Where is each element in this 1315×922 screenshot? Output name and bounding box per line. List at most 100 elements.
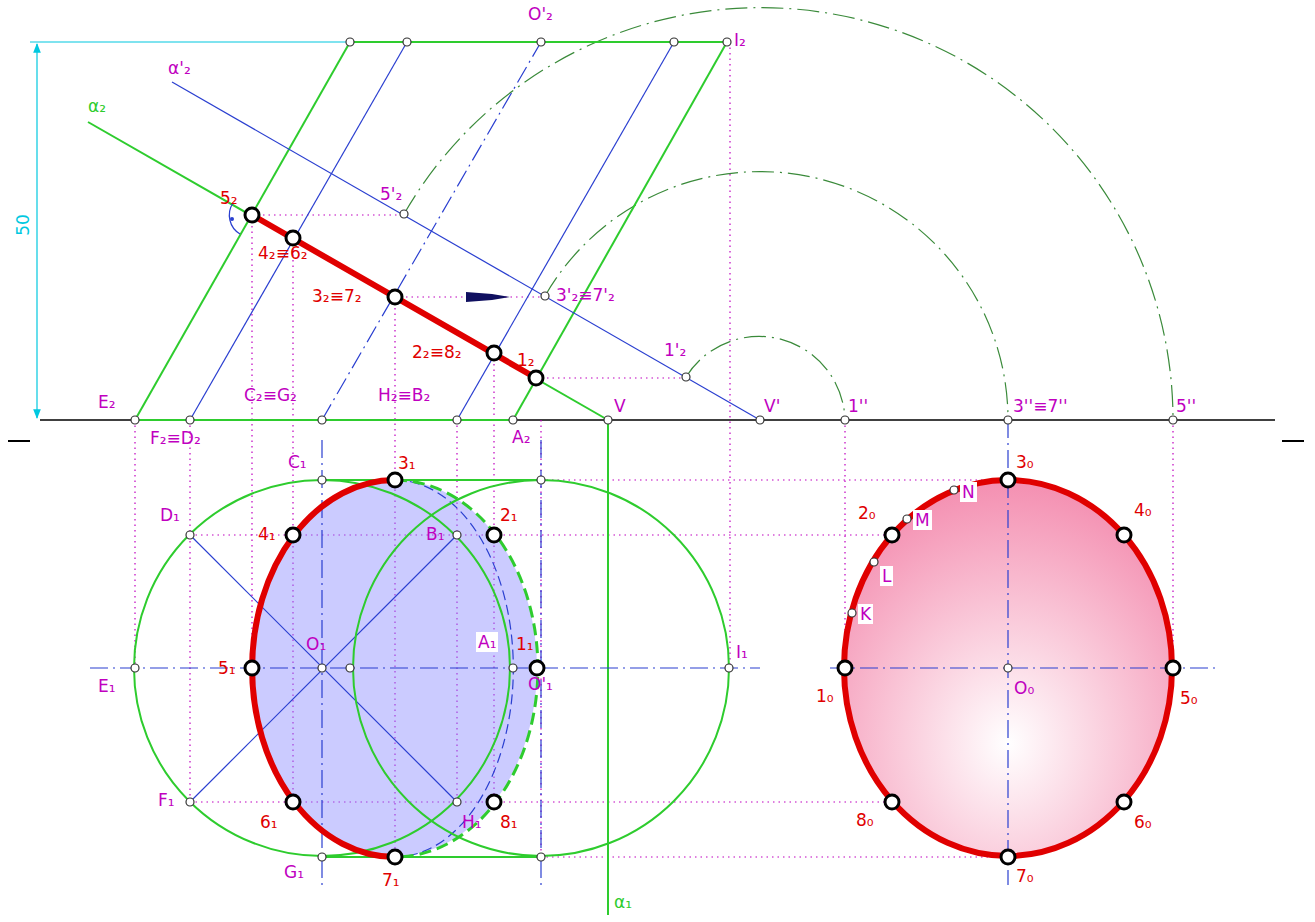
point-marker xyxy=(453,531,461,539)
point-marker xyxy=(950,486,958,494)
projection-lines xyxy=(135,42,1173,857)
point-marker xyxy=(403,38,411,46)
section-point xyxy=(245,661,259,675)
point-label: B₁ xyxy=(426,524,444,544)
point-marker xyxy=(131,416,139,424)
point-label: A₂ xyxy=(512,427,530,447)
point-label: H₂≡B₂ xyxy=(378,385,430,405)
point-label: 8₁ xyxy=(500,812,518,832)
point-marker xyxy=(541,292,549,300)
point-label: 3₁ xyxy=(398,453,416,473)
point-label: V xyxy=(614,396,626,416)
point-marker xyxy=(725,664,733,672)
point-marker xyxy=(131,664,139,672)
point-marker xyxy=(346,664,354,672)
point-label: 7₁ xyxy=(382,870,400,890)
point-label: F₂≡D₂ xyxy=(150,428,201,448)
point-marker xyxy=(509,416,517,424)
section-point xyxy=(286,528,300,542)
point-label: C₂≡G₂ xyxy=(244,385,297,405)
point-label: I₁ xyxy=(736,642,748,662)
cylinder-top-view xyxy=(134,480,729,857)
section-point xyxy=(838,661,852,675)
point-marker xyxy=(682,373,690,381)
hidden-section-outline xyxy=(395,480,538,857)
point-marker xyxy=(870,558,878,566)
point-label: 2₀ xyxy=(858,503,876,523)
direction-arrow xyxy=(466,292,510,302)
point-label: O₁ xyxy=(306,634,326,654)
point-label: α'₂ xyxy=(168,58,191,78)
point-marker xyxy=(453,416,461,424)
section-point xyxy=(388,290,402,304)
point-marker xyxy=(537,38,545,46)
point-marker xyxy=(186,416,194,424)
point-label: M xyxy=(913,510,932,530)
point-label: H₁ xyxy=(462,812,482,832)
point-label: 5'₂ xyxy=(380,184,402,204)
section-point xyxy=(885,528,899,542)
point-marker xyxy=(1169,416,1177,424)
section-point xyxy=(1117,528,1131,542)
point-marker xyxy=(318,476,326,484)
point-label: α₂ xyxy=(88,96,106,116)
point-marker xyxy=(756,416,764,424)
point-label: 1₀ xyxy=(816,686,834,706)
point-label: 2₁ xyxy=(500,505,518,525)
point-label: 6₀ xyxy=(1134,812,1152,832)
section-point xyxy=(286,231,300,245)
point-marker xyxy=(346,38,354,46)
point-label: α₁ xyxy=(614,892,632,912)
rotation-arcs xyxy=(404,8,1173,420)
section-point xyxy=(388,850,402,864)
point-label: O'₁ xyxy=(528,674,553,694)
section-point xyxy=(487,528,501,542)
point-label: 4₁ xyxy=(258,524,276,544)
point-label: 2₂≡8₂ xyxy=(412,342,462,362)
axis-lines xyxy=(90,440,760,890)
section-point xyxy=(529,371,543,385)
section-point xyxy=(286,795,300,809)
point-label: 3'₂≡7'₂ xyxy=(556,285,615,305)
ground-mark xyxy=(1282,440,1304,442)
section-point xyxy=(487,795,501,809)
section-point xyxy=(245,208,259,222)
section-point xyxy=(885,795,899,809)
point-marker xyxy=(186,531,194,539)
point-marker xyxy=(537,476,545,484)
point-marker xyxy=(841,416,849,424)
point-marker xyxy=(723,38,731,46)
point-label: L xyxy=(880,566,893,586)
point-marker xyxy=(903,515,911,523)
point-label: E₁ xyxy=(98,676,116,696)
point-marker xyxy=(604,416,612,424)
point-label: K xyxy=(858,604,873,624)
point-label: 5₁ xyxy=(218,658,236,678)
point-marker xyxy=(318,416,326,424)
point-label: E₂ xyxy=(98,392,116,412)
generator-lines xyxy=(172,42,760,420)
section-point xyxy=(1001,473,1015,487)
point-label: 3''≡7'' xyxy=(1013,396,1068,416)
point-label: 1'₂ xyxy=(664,340,686,360)
point-label: 1₂ xyxy=(517,350,535,370)
section-point xyxy=(487,346,501,360)
point-label: 5₀ xyxy=(1180,688,1198,708)
section-point xyxy=(530,661,544,675)
point-label: O₀ xyxy=(1014,678,1034,698)
point-marker xyxy=(670,38,678,46)
true-shape-axes xyxy=(830,420,1215,885)
point-label: C₁ xyxy=(288,452,307,472)
point-label: G₁ xyxy=(284,862,304,882)
point-label: 3₂≡7₂ xyxy=(312,286,362,306)
plane-trace xyxy=(88,122,608,915)
point-marker xyxy=(318,664,326,672)
construction-points xyxy=(131,38,1180,864)
section-point xyxy=(388,473,402,487)
section-point xyxy=(1001,850,1015,864)
point-label: 7₀ xyxy=(1016,866,1034,886)
point-label: F₁ xyxy=(158,790,175,810)
point-label: 5₂ xyxy=(220,188,238,208)
point-marker xyxy=(848,609,856,617)
